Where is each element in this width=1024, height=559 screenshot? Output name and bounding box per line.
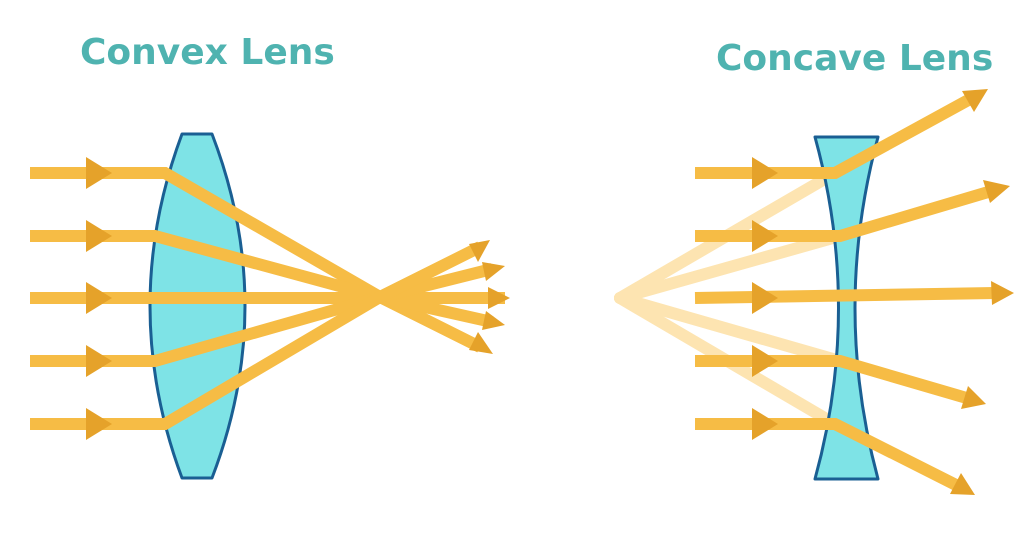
convex-out-5-arrow-icon xyxy=(469,240,490,262)
concave-out-2-arrow-icon xyxy=(983,180,1010,203)
convex-lens-title: Convex Lens xyxy=(80,32,335,73)
convex-out-2-arrow-icon xyxy=(482,311,505,330)
convex-ray-2-arrow-icon xyxy=(86,220,112,252)
concave-lens-title: Concave Lens xyxy=(716,38,994,79)
concave-ray-4 xyxy=(695,355,972,405)
concave-ray-2-arrow-icon xyxy=(752,220,778,252)
concave-ray-5 xyxy=(695,418,963,493)
convex-ray-1-arrow-icon xyxy=(86,157,112,189)
concave-virtual-ray-4 xyxy=(614,292,846,367)
convex-lens-group xyxy=(30,132,510,480)
concave-virtual-ray-2 xyxy=(614,230,846,304)
convex-out-4-arrow-icon xyxy=(482,262,505,281)
concave-ray-5-arrow-icon xyxy=(752,408,778,440)
convex-out-3-arrow-icon xyxy=(488,287,510,309)
concave-out-3-arrow-icon xyxy=(991,281,1014,305)
convex-ray-5-arrow-icon xyxy=(86,408,112,440)
concave-ray-2 xyxy=(695,184,997,242)
concave-out-5-arrow-icon xyxy=(950,473,975,495)
concave-ray-4-arrow-icon xyxy=(752,345,778,377)
concave-ray-3-arrow-icon xyxy=(752,282,778,314)
concave-ray-3 xyxy=(694,287,996,304)
concave-lens-group xyxy=(614,89,1014,495)
concave-out-1-arrow-icon xyxy=(962,89,988,112)
convex-ray-3-arrow-icon xyxy=(86,282,112,314)
convex-ray-4-arrow-icon xyxy=(86,345,112,377)
convex-out-1-arrow-icon xyxy=(469,332,493,354)
concave-ray-1-arrow-icon xyxy=(752,157,778,189)
concave-out-4-arrow-icon xyxy=(961,386,986,409)
concave-ray-1 xyxy=(695,92,975,179)
